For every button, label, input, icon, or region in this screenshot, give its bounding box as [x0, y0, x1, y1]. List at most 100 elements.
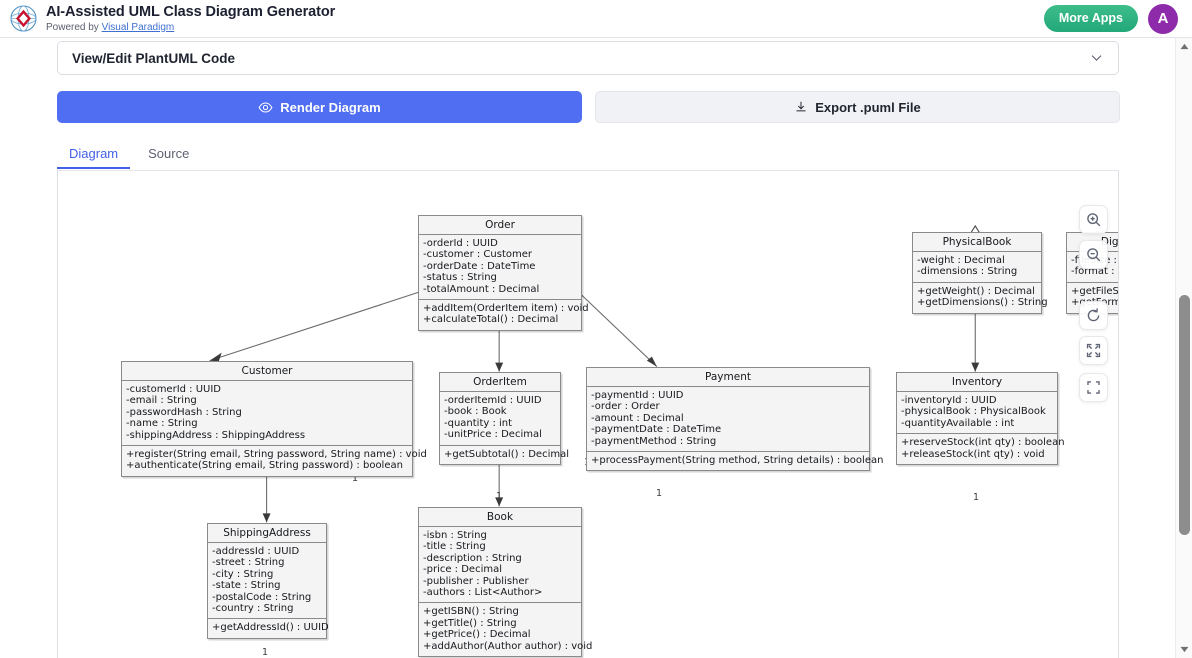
page-body: View/Edit PlantUML Code Render Diagram	[0, 38, 1175, 658]
uml-class-name: Order	[419, 216, 581, 235]
uml-attribute: -passwordHash : String	[126, 406, 242, 418]
uml-attribute: -orderDate : DateTime	[423, 260, 536, 272]
uml-attribute: -orderItemId : UUID	[444, 395, 542, 406]
uml-class-order[interactable]: Order-orderId : UUID-customer : Customer…	[418, 215, 589, 331]
brand: AI-Assisted UML Class Diagram Generator …	[10, 4, 335, 34]
uml-attribute: -order : Order	[591, 401, 660, 413]
uml-class-physicalbook[interactable]: PhysicalBook-weight : Decimal-dimensions…	[912, 232, 1048, 314]
powered-by-prefix: Powered by	[46, 21, 99, 33]
scroll-up-arrow-icon[interactable]	[1176, 38, 1192, 55]
vertical-scrollbar[interactable]	[1175, 38, 1192, 658]
uml-method: +getSubtotal() : Decimal	[444, 448, 570, 460]
uml-attribute: -quantityAvailable : int	[901, 417, 1015, 429]
avatar[interactable]: A	[1148, 3, 1178, 34]
uml-method: +authenticate(String email, String passw…	[126, 460, 403, 472]
multiplicity-label: 1	[656, 488, 663, 499]
uml-attribute: -postalCode : String	[212, 591, 312, 603]
chevron-down-icon[interactable]	[1089, 50, 1104, 67]
uml-attribute: -status : String	[423, 272, 497, 284]
uml-class-inventory[interactable]: Inventory-inventoryId : UUID-physicalBoo…	[896, 372, 1065, 466]
fit-screen-icon[interactable]	[1079, 336, 1108, 365]
uml-class-payment[interactable]: Payment-paymentId : UUID-order : Order-a…	[586, 367, 883, 472]
uml-method: +getWeight() : Decimal	[917, 285, 1035, 297]
multiplicity-label: 1	[352, 473, 359, 484]
diagram-canvas[interactable]: 11111111111*111 Order-orderId : UUID-cus…	[57, 171, 1119, 658]
uml-class-shippingaddress[interactable]: ShippingAddress-addressId : UUID-street …	[207, 523, 329, 639]
uml-class-book[interactable]: Book-isbn : String-title : String-descri…	[418, 507, 592, 658]
uml-method: +addItem(OrderItem item) : void	[423, 303, 589, 315]
uml-methods: +reserveStock(int qty) : boolean+release…	[897, 434, 1065, 464]
uml-attribute: -authors : List<Author>	[423, 587, 543, 599]
uml-attribute: -amount : Decimal	[591, 412, 684, 424]
uml-attributes: -inventoryId : UUID-physicalBook : Physi…	[897, 392, 1057, 435]
uml-attributes: -addressId : UUID-street : String-city :…	[208, 543, 326, 620]
fullscreen-icon[interactable]	[1079, 373, 1108, 402]
uml-method: +getPrice() : Decimal	[423, 629, 531, 641]
uml-attributes: -customerId : UUID-email : String-passwo…	[122, 381, 412, 447]
zoom-out-icon[interactable]	[1079, 240, 1108, 269]
eye-icon	[258, 100, 273, 115]
view-tabs: Diagram Source	[57, 143, 1119, 171]
app-title: AI-Assisted UML Class Diagram Generator	[46, 3, 336, 20]
action-buttons: Render Diagram Export .puml File	[57, 91, 1120, 123]
visual-paradigm-link[interactable]: Visual Paradigm	[101, 21, 175, 33]
uml-attribute: -paymentMethod : String	[591, 435, 717, 447]
plantuml-code-panel[interactable]: View/Edit PlantUML Code	[57, 41, 1119, 75]
render-diagram-button[interactable]: Render Diagram	[57, 91, 582, 123]
uml-attribute: -customer : Customer	[423, 249, 532, 261]
zoom-in-icon[interactable]	[1079, 205, 1108, 234]
uml-methods: +processPayment(String method, String de…	[587, 452, 883, 470]
visual-paradigm-logo-icon	[10, 5, 37, 32]
uml-method: +releaseStock(int qty) : void	[901, 448, 1045, 460]
uml-method: +register(String email, String password,…	[126, 449, 427, 461]
uml-method: +getISBN() : String	[423, 606, 519, 618]
uml-attribute: -unitPrice : Decimal	[444, 429, 542, 441]
uml-methods: +register(String email, String password,…	[122, 446, 427, 476]
uml-method: +getDimensions() : String	[917, 297, 1048, 309]
uml-attribute: -state : String	[212, 580, 281, 592]
uml-method: +getTitle() : String	[423, 617, 517, 629]
uml-methods: +addItem(OrderItem item) : void+calculat…	[419, 300, 589, 330]
uml-attribute: -description : String	[423, 552, 522, 564]
uml-attributes: -orderItemId : UUID-book : Book-quantity…	[440, 392, 560, 446]
uml-class-name: Customer	[122, 362, 412, 381]
uml-class-customer[interactable]: Customer-customerId : UUID-email : Strin…	[121, 361, 427, 477]
more-apps-button[interactable]: More Apps	[1043, 5, 1138, 32]
uml-methods: +getWeight() : Decimal+getDimensions() :…	[913, 283, 1048, 313]
uml-attribute: -street : String	[212, 557, 285, 569]
uml-attribute: -email : String	[126, 395, 197, 407]
uml-attribute: -price : Decimal	[423, 564, 502, 576]
uml-attribute: -city : String	[212, 568, 274, 580]
uml-attribute: -addressId : UUID	[212, 546, 300, 557]
uml-method: +calculateTotal() : Decimal	[423, 314, 559, 326]
scrollbar-thumb[interactable]	[1179, 295, 1190, 535]
uml-attributes: -isbn : String-title : String-descriptio…	[419, 527, 581, 604]
uml-attributes: -orderId : UUID-customer : Customer-orde…	[419, 235, 581, 301]
multiplicity-label: 1	[262, 647, 269, 658]
uml-class-orderitem[interactable]: OrderItem-orderItemId : UUID-book : Book…	[439, 372, 570, 466]
uml-attribute: -publisher : Publisher	[423, 575, 529, 587]
uml-method: +getFileSize() : Decimal	[1071, 285, 1119, 297]
uml-class-name: OrderItem	[440, 373, 560, 392]
tab-diagram[interactable]: Diagram	[57, 143, 131, 169]
download-icon	[794, 100, 808, 114]
diagram-stage: 11111111111*111 Order-orderId : UUID-cus…	[58, 171, 1118, 658]
header-actions: More Apps A	[1043, 3, 1178, 34]
export-puml-button[interactable]: Export .puml File	[595, 91, 1120, 123]
uml-attributes: -weight : Decimal-dimensions : String	[913, 252, 1041, 283]
powered-by: Powered by Visual Paradigm	[46, 21, 335, 34]
multiplicity-label: 1	[496, 491, 503, 502]
uml-attribute: -paymentId : UUID	[591, 390, 684, 401]
uml-attribute: -shippingAddress : ShippingAddress	[126, 429, 306, 441]
uml-attribute: -customerId : UUID	[126, 384, 222, 395]
tab-source[interactable]: Source	[148, 146, 190, 161]
scroll-down-arrow-icon[interactable]	[1176, 641, 1192, 658]
plantuml-code-panel-title: View/Edit PlantUML Code	[72, 50, 236, 66]
reset-icon[interactable]	[1079, 301, 1108, 330]
uml-class-name: Book	[419, 508, 581, 527]
uml-class-name: ShippingAddress	[208, 524, 326, 543]
uml-attributes: -paymentId : UUID-order : Order-amount :…	[587, 387, 869, 453]
uml-attribute: -title : String	[423, 541, 486, 553]
uml-attribute: -physicalBook : PhysicalBook	[901, 406, 1046, 418]
app-header: AI-Assisted UML Class Diagram Generator …	[0, 0, 1192, 38]
